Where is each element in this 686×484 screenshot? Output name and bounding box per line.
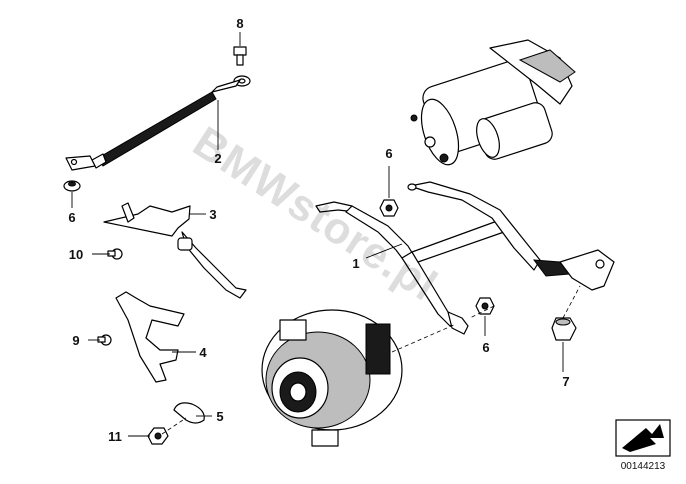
callout-10: 10	[69, 247, 83, 262]
callout-7: 7	[562, 374, 569, 389]
bracket-3	[103, 202, 247, 299]
nut-6-lower	[475, 297, 495, 315]
callout-6-left: 6	[68, 210, 75, 225]
nut-11	[147, 427, 169, 445]
cable-harness-1	[315, 181, 615, 335]
battery-cable-2	[65, 75, 251, 171]
diagram-code: 00144213	[621, 461, 666, 472]
callout-11: 11	[108, 429, 122, 444]
clip-5	[173, 402, 205, 424]
callout-5: 5	[216, 409, 223, 424]
nut-7	[551, 317, 577, 341]
screw-9	[97, 334, 112, 346]
callout-numbers: 8 2 6 3 10 9 4 5 11 6 1 6 7	[68, 16, 569, 444]
callout-6-lower: 6	[482, 340, 489, 355]
leader-lines	[71, 32, 581, 437]
callout-9: 9	[72, 333, 79, 348]
callout-6-middle: 6	[385, 146, 392, 161]
starter-motor	[410, 39, 576, 166]
alternator	[261, 309, 403, 447]
bolt-8	[233, 46, 247, 66]
nut-6-middle	[379, 199, 399, 217]
callout-1: 1	[352, 256, 359, 271]
bracket-4	[115, 291, 185, 383]
reference-arrow-box	[615, 419, 671, 457]
screw-10	[107, 248, 123, 260]
callout-8: 8	[236, 16, 243, 31]
callout-2: 2	[214, 151, 221, 166]
callout-3: 3	[209, 207, 216, 222]
grommet-6-left	[63, 180, 81, 192]
callout-4: 4	[199, 345, 207, 360]
